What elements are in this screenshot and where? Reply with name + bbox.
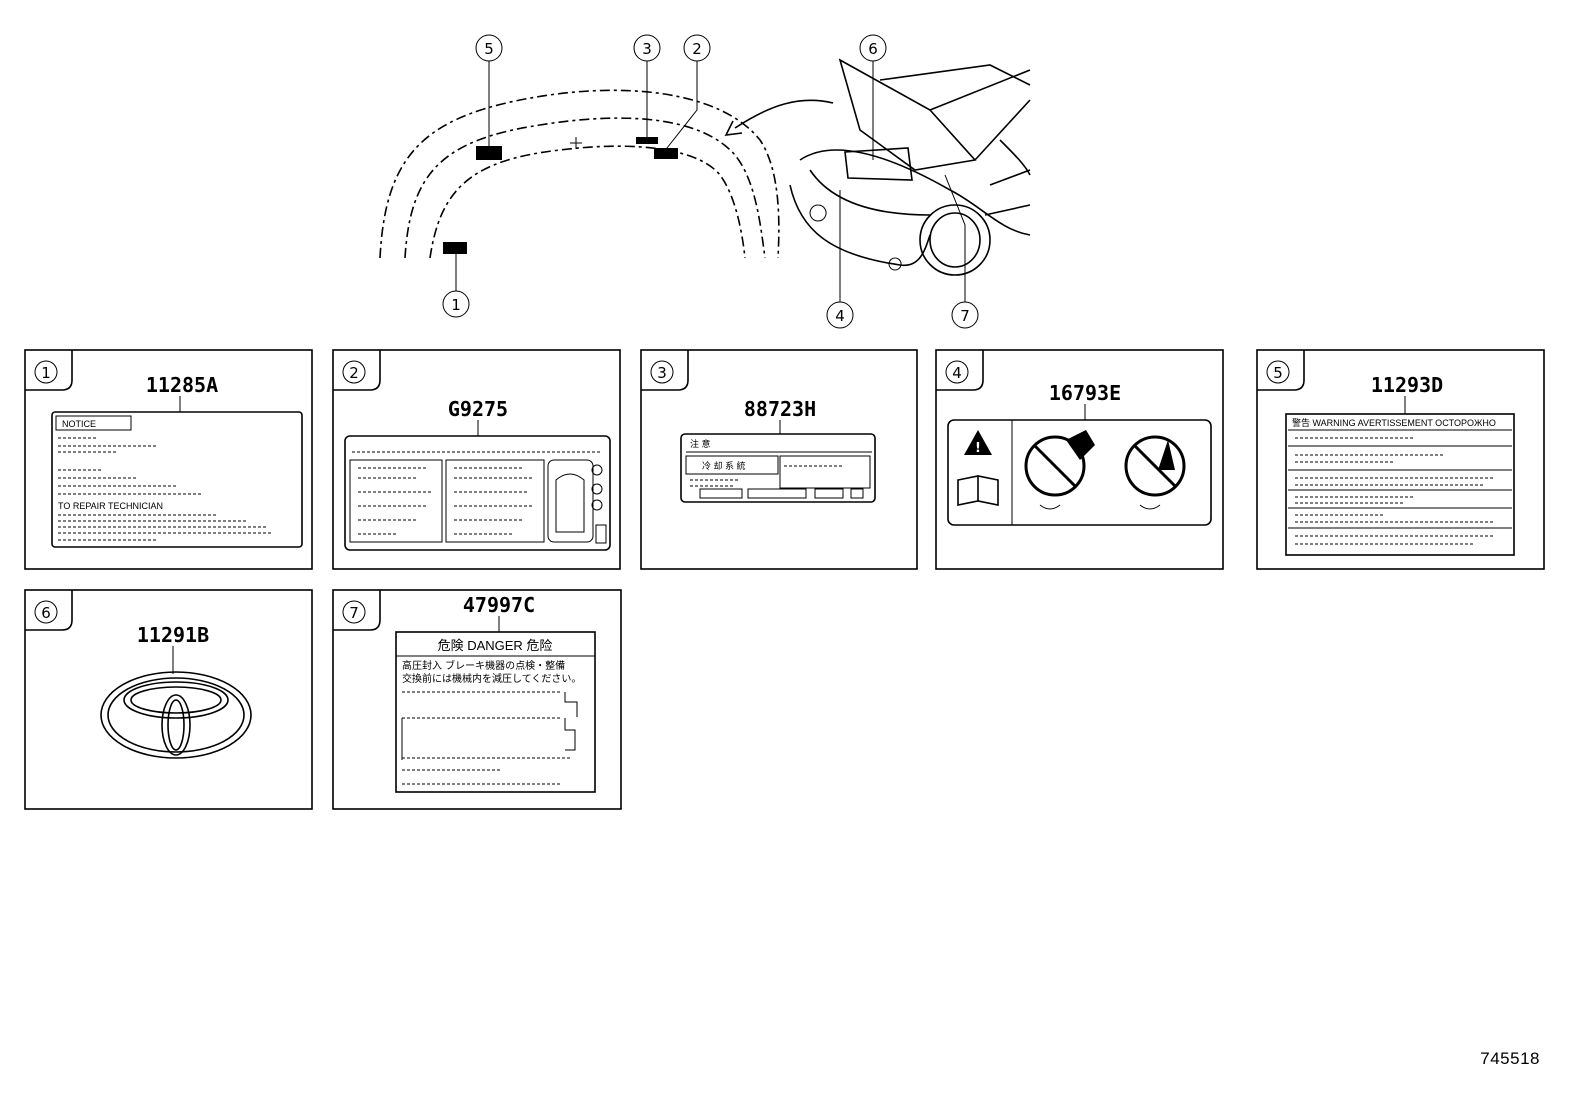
part-number-16793E: 16793E [1049,381,1121,405]
label-panel-6: 6 11291B [24,589,313,810]
callout-5: 5 [475,34,503,146]
warning-header: 警告 WARNING AVERTISSEMENT OCTOPOЖHO [1292,417,1496,428]
part-number-88723H: 88723H [744,397,816,421]
part-number-11291B: 11291B [137,623,209,647]
part-number-11285A: 11285A [146,373,218,397]
label-panel-7: 7 47997C 危険 DANGER 危险 高圧封入 ブレーキ機器の点検・整備 … [332,589,622,810]
label-panel-4: 4 16793E ! [935,349,1224,570]
sticker-marker-1 [443,242,467,254]
svg-text:6: 6 [41,604,51,622]
svg-text:2: 2 [349,364,359,382]
svg-text:1: 1 [41,364,51,382]
svg-text:1: 1 [451,296,461,314]
callout-3: 3 [633,34,661,137]
part-number-11293D: 11293D [1371,373,1443,397]
label-panel-1: 1 11285A NOTICE TO REPAIR TECHNICIAN [24,349,313,570]
notice-text: NOTICE [62,419,96,429]
svg-text:2: 2 [692,40,702,58]
part-number-G9275: G9275 [448,397,508,421]
svg-text:5: 5 [484,40,494,58]
callout-4: 4 [826,190,854,329]
warning-triangle-icon [964,430,992,455]
callout-2: 2 [666,34,711,149]
sticker-marker-2 [654,148,678,159]
technician-text: TO REPAIR TECHNICIAN [58,501,163,511]
svg-text:5: 5 [1273,364,1283,382]
callout-6: 6 [859,34,887,160]
svg-text:3: 3 [657,364,667,382]
svg-text:4: 4 [835,307,845,325]
label-panel-2: 2 G9275 [332,349,621,570]
part-number-47997C: 47997C [463,593,535,617]
label-panel-3: 3 88723H 注 意 冷 却 系 統 [640,349,918,570]
car-front-view [789,58,1031,276]
overview-callouts: 5 3 2 1 6 4 7 [442,34,979,329]
label-panel-5: 5 11293D 警告 WARNING AVERTISSEMENT OCTOPO… [1256,349,1545,570]
diagram-id: 745518 [1480,1049,1540,1068]
sticker-marker-5 [476,146,502,160]
hood-underside-view [379,89,834,259]
danger-line-2: 交換前には機械内を減圧してください。 [402,672,581,685]
svg-text:3: 3 [642,40,652,58]
svg-text:!: ! [975,441,981,456]
danger-header: 危険 DANGER 危险 [438,638,553,653]
svg-text:6: 6 [868,40,878,58]
callout-1: 1 [442,254,470,318]
cooling-system-text: 冷 却 系 統 [702,460,746,471]
danger-line-1: 高圧封入 ブレーキ機器の点検・整備 [402,659,565,672]
callout-7: 7 [944,174,979,329]
svg-text:7: 7 [349,604,359,622]
svg-text:4: 4 [952,364,962,382]
svg-text:7: 7 [960,307,970,325]
no-touch-icon [1024,435,1086,497]
manual-book-icon [957,475,999,506]
toyota-emblem-icon [100,671,252,759]
caution-title: 注 意 [690,438,711,449]
no-spray-icon [1124,435,1186,497]
sticker-marker-3 [636,137,658,144]
